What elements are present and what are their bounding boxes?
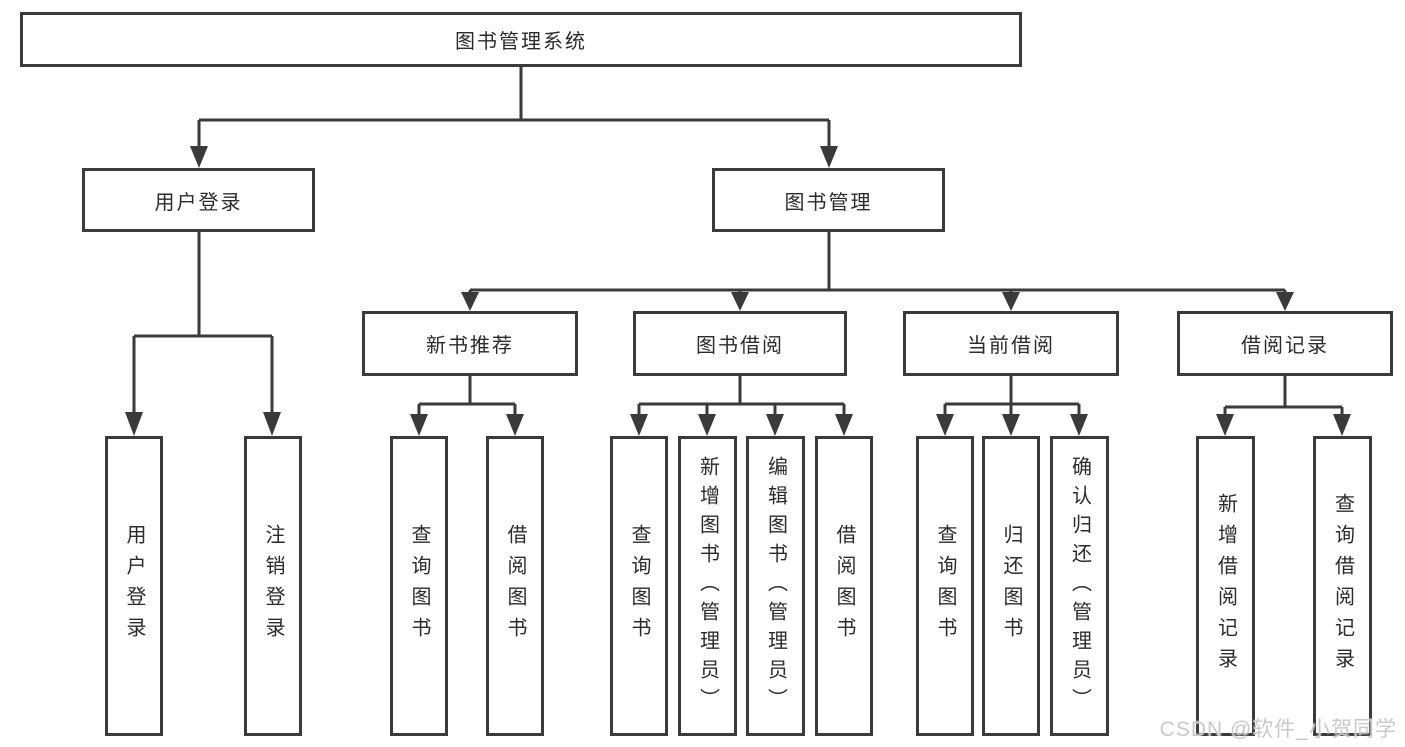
leaf-label: 新增图书（管理员）: [696, 455, 719, 717]
node-new-book-recommend: 新书推荐: [362, 311, 578, 376]
leaf-confirm-return-admin: 确认归还（管理员）: [1050, 436, 1109, 736]
leaf-borrow-books-recommend: 借阅图书: [486, 436, 544, 736]
leaf-label: 查询图书: [408, 524, 430, 648]
connector-borrowing: [637, 376, 846, 416]
leaf-label: 借阅图书: [833, 524, 855, 648]
node-user-login-label: 用户登录: [154, 191, 243, 214]
arrowheads: [125, 146, 1351, 436]
leaf-query-borrow-record: 查询借阅记录: [1313, 436, 1372, 736]
leaf-user-login: 用户登录: [105, 436, 163, 736]
connector-records: [1223, 376, 1344, 416]
node-root: 图书管理系统: [20, 12, 1022, 67]
node-new-book-recommend-label: 新书推荐: [426, 335, 514, 357]
connector-current: [943, 376, 1081, 416]
leaf-label: 编辑图书（管理员）: [764, 455, 787, 717]
node-root-label: 图书管理系统: [455, 31, 587, 53]
node-book-borrow: 图书借阅: [633, 311, 847, 376]
leaf-label: 用户登录: [123, 524, 145, 648]
leaf-label: 注销登录: [262, 524, 284, 648]
connector-new-books: [417, 376, 517, 416]
leaf-label: 确认归还（管理员）: [1068, 455, 1091, 717]
node-book-management-label: 图书管理: [784, 191, 873, 214]
node-book-borrow-label: 图书借阅: [696, 335, 784, 357]
leaf-query-books-borrowing: 查询图书: [610, 436, 668, 736]
leaf-label: 借阅图书: [504, 524, 526, 648]
leaf-add-books-admin: 新增图书（管理员）: [678, 436, 737, 736]
leaf-borrow-books: 借阅图书: [815, 436, 873, 736]
connector-book-management: [468, 232, 1287, 293]
node-borrow-records: 借阅记录: [1177, 311, 1393, 376]
leaf-label: 查询图书: [934, 524, 956, 648]
leaf-add-borrow-record: 新增借阅记录: [1196, 436, 1255, 736]
connector-user-login: [132, 232, 274, 414]
leaf-label: 归还图书: [1000, 524, 1022, 648]
leaf-query-books-current: 查询图书: [916, 436, 974, 736]
connector-root: [197, 67, 831, 148]
leaf-edit-books-admin: 编辑图书（管理员）: [746, 436, 805, 736]
node-user-login: 用户登录: [82, 168, 315, 232]
node-book-management: 图书管理: [712, 168, 945, 232]
leaf-query-books-recommend: 查询图书: [390, 436, 448, 736]
leaf-return-books: 归还图书: [982, 436, 1040, 736]
leaf-label: 查询图书: [628, 524, 650, 648]
csdn-watermark: CSDN @软件_小贺同学: [1159, 718, 1397, 741]
leaf-logout: 注销登录: [244, 436, 302, 736]
node-borrow-records-label: 借阅记录: [1241, 335, 1329, 357]
node-current-borrow-label: 当前借阅: [967, 335, 1055, 357]
leaf-label: 查询借阅记录: [1331, 493, 1354, 679]
leaf-label: 新增借阅记录: [1214, 493, 1237, 679]
node-current-borrow: 当前借阅: [903, 311, 1119, 376]
